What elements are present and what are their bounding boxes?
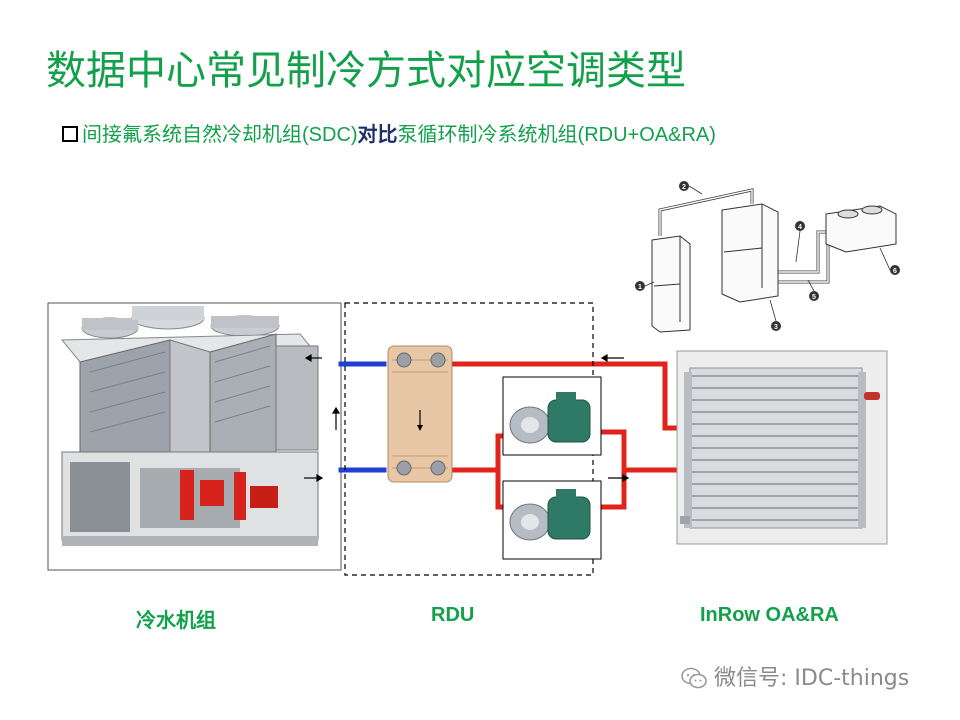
pump-2-image xyxy=(503,481,601,559)
schematic-label: 1 xyxy=(638,284,642,291)
caption-rdu: RDU xyxy=(431,604,474,627)
schematic-label: 4 xyxy=(798,224,802,231)
watermark: 微信号: IDC-things xyxy=(680,660,909,692)
pump-1-image xyxy=(503,377,601,455)
watermark-text: 微信号: IDC-things xyxy=(714,666,909,691)
schematic-label: 5 xyxy=(812,294,816,301)
schematic-label: 6 xyxy=(893,268,897,275)
chiller-image xyxy=(48,303,341,570)
plate-heat-exchanger-image xyxy=(388,346,452,482)
schematic-label: 2 xyxy=(682,184,686,191)
caption-inrow: InRow OA&RA xyxy=(700,604,839,627)
wechat-icon xyxy=(680,666,708,690)
schematic-label: 3 xyxy=(774,324,778,331)
inrow-coil-image xyxy=(677,351,887,544)
system-schematic: 1 2 3 4 5 6 xyxy=(635,181,900,332)
caption-chiller: 冷水机组 xyxy=(136,604,216,633)
